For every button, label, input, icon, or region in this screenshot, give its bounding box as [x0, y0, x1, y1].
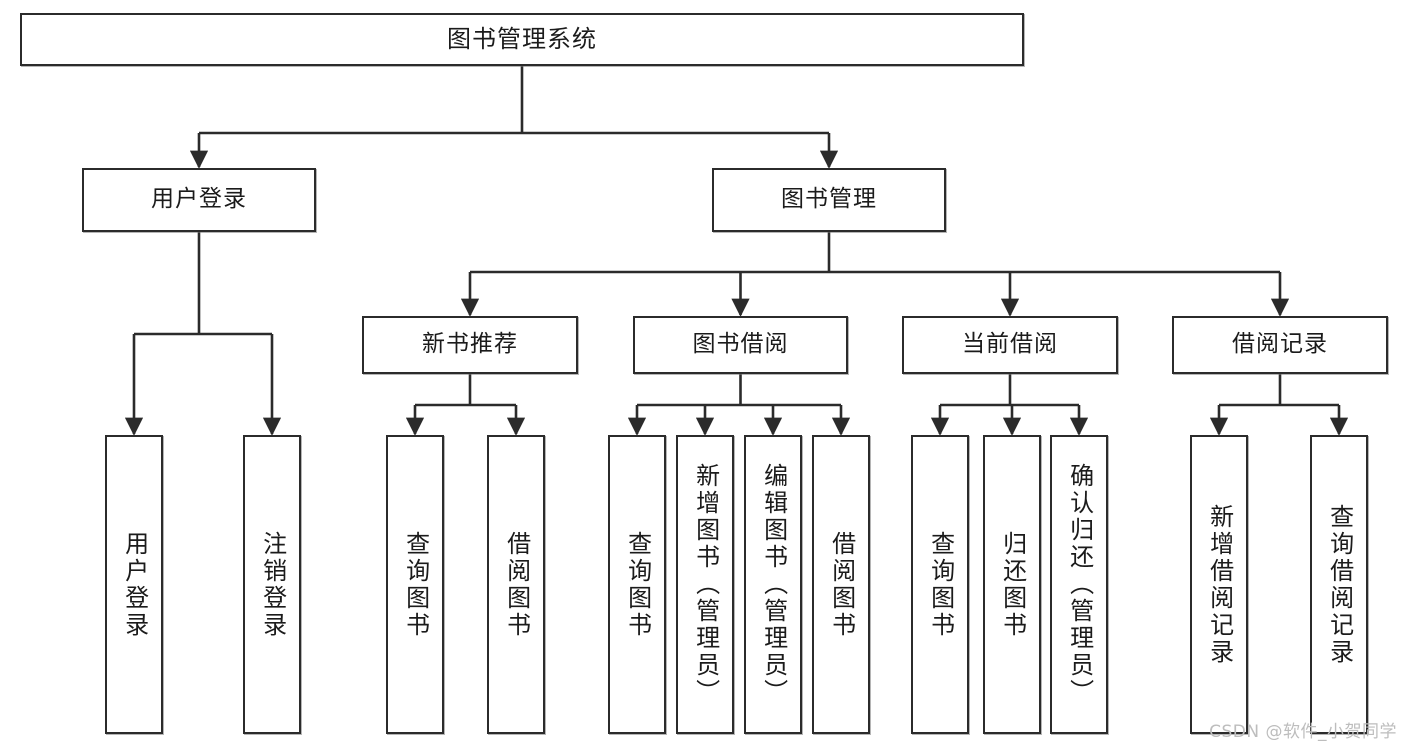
leaf-add-borrow-record-label: 新增借阅记录	[1205, 503, 1234, 666]
node-borrow-record[interactable]: 借阅记录	[1172, 316, 1388, 374]
node-book-manage[interactable]: 图书管理	[712, 168, 946, 232]
node-root[interactable]: 图书管理系统	[20, 13, 1024, 66]
leaf-query-book-recommend[interactable]: 查询图书	[386, 435, 444, 734]
leaf-return-book-label: 归还图书	[998, 530, 1027, 639]
leaf-logout-label: 注销登录	[258, 530, 287, 639]
node-new-book-recommend-label: 新书推荐	[422, 331, 518, 358]
leaf-query-borrow-record[interactable]: 查询借阅记录	[1310, 435, 1368, 734]
leaf-borrow-book-label: 借阅图书	[827, 530, 856, 639]
node-current-borrow-label: 当前借阅	[962, 331, 1058, 358]
leaf-borrow-book-recommend[interactable]: 借阅图书	[487, 435, 545, 734]
leaf-query-book-current-label: 查询图书	[926, 530, 955, 639]
leaf-return-book[interactable]: 归还图书	[983, 435, 1041, 734]
leaf-add-borrow-record[interactable]: 新增借阅记录	[1190, 435, 1248, 734]
leaf-edit-book[interactable]: 编辑图书（管理员）	[744, 435, 802, 734]
leaf-add-book-label: 新增图书（管理员）	[691, 463, 720, 706]
leaf-query-book-borrow[interactable]: 查询图书	[608, 435, 666, 734]
leaf-confirm-return[interactable]: 确认归还（管理员）	[1050, 435, 1108, 734]
node-borrow-record-label: 借阅记录	[1232, 331, 1328, 358]
leaf-add-book[interactable]: 新增图书（管理员）	[676, 435, 734, 734]
csdn-watermark: CSDN @软件_小贺同学	[1209, 722, 1397, 742]
node-book-borrow[interactable]: 图书借阅	[633, 316, 848, 374]
node-current-borrow[interactable]: 当前借阅	[902, 316, 1118, 374]
node-book-manage-label: 图书管理	[781, 186, 877, 213]
leaf-logout[interactable]: 注销登录	[243, 435, 301, 734]
leaf-query-borrow-record-label: 查询借阅记录	[1325, 503, 1354, 666]
leaf-borrow-book-recommend-label: 借阅图书	[502, 530, 531, 639]
node-root-label: 图书管理系统	[447, 25, 597, 54]
leaf-borrow-book[interactable]: 借阅图书	[812, 435, 870, 734]
leaf-query-book-recommend-label: 查询图书	[401, 530, 430, 639]
node-user-login[interactable]: 用户登录	[82, 168, 316, 232]
leaf-user-login-label: 用户登录	[120, 530, 149, 639]
leaf-query-book-current[interactable]: 查询图书	[911, 435, 969, 734]
leaf-edit-book-label: 编辑图书（管理员）	[759, 463, 788, 706]
leaf-query-book-borrow-label: 查询图书	[623, 530, 652, 639]
node-new-book-recommend[interactable]: 新书推荐	[362, 316, 578, 374]
leaf-user-login[interactable]: 用户登录	[105, 435, 163, 734]
node-user-login-label: 用户登录	[151, 186, 247, 213]
node-book-borrow-label: 图书借阅	[692, 331, 789, 358]
leaf-confirm-return-label: 确认归还（管理员）	[1065, 463, 1094, 706]
